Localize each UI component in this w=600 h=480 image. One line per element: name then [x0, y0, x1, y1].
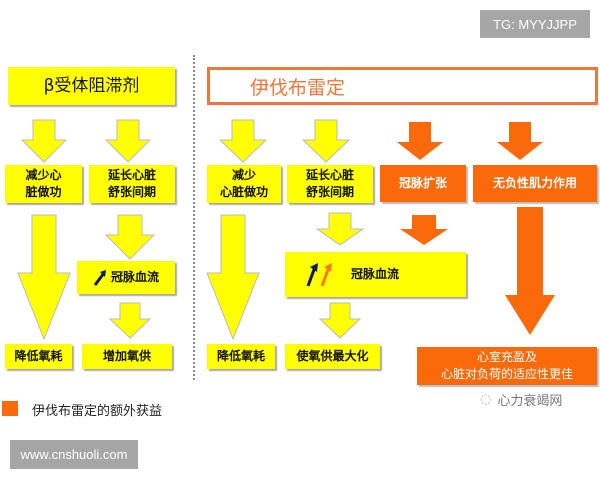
ivabradine-title-label: 伊伐布雷定 — [250, 76, 346, 99]
arrow-down-icon — [20, 119, 68, 163]
watermark-bottom: www.cnshuoli.com — [10, 440, 138, 469]
arrow-down-icon — [104, 119, 152, 163]
right-lower-o2-box: 降低氧耗 — [207, 344, 275, 369]
arrow-down-orange-icon — [497, 122, 543, 160]
legend-swatch — [2, 401, 18, 416]
wechat-source: ◌ 心力衰竭网 — [480, 390, 562, 409]
beta-blocker-title: β受体阻滞剂 — [8, 67, 175, 105]
right-reduce-work-box: 减少 心脏做功 — [207, 165, 281, 203]
wechat-icon: ◌ — [480, 392, 492, 407]
arrow-down-orange-icon — [397, 122, 443, 160]
right-coronary-flow-label: 冠脉血流 — [351, 267, 400, 281]
arrow-up-navy-icon — [306, 262, 318, 287]
divider — [193, 55, 195, 380]
left-reduce-work-box: 减少心 脏做功 — [5, 165, 82, 203]
arrow-down-icon — [108, 302, 152, 339]
arrow-up-orange-icon — [320, 262, 332, 287]
arrow-down-orange-large-icon — [505, 207, 555, 335]
arrow-up-navy-icon — [93, 269, 106, 286]
no-negative-inotropy-box: 无负性肌力作用 — [473, 165, 597, 202]
left-coronary-flow-label: 冠脉血流 — [110, 270, 159, 284]
arrow-down-icon — [315, 212, 365, 246]
coronary-dilation-box: 冠脉扩张 — [380, 165, 466, 202]
left-prolong-diastole-box: 延长心脏 舒张间期 — [89, 165, 175, 203]
right-prolong-diastole-box: 延长心脏 舒张间期 — [287, 165, 373, 203]
left-lower-o2-box: 降低氧耗 — [5, 344, 72, 369]
watermark-top: TG: MYYJJPP — [480, 10, 590, 38]
left-coronary-flow-box: 冠脉血流 — [77, 261, 175, 294]
arrow-down-large-icon — [206, 214, 260, 341]
right-coronary-flow-box: 冠脉血流 — [285, 252, 466, 297]
left-increase-o2-box: 增加氧供 — [82, 344, 172, 369]
arrow-down-icon — [301, 119, 351, 163]
arrow-down-icon — [218, 119, 268, 163]
wechat-source-label: 心力衰竭网 — [497, 394, 563, 409]
arrow-down-large-icon — [17, 214, 71, 341]
right-max-o2-box: 使氧供最大化 — [285, 344, 380, 369]
ventricular-filling-box: 心室充盈及 心脏对负荷的适应性更佳 — [417, 347, 597, 385]
legend-label: 伊伐布雷定的额外获益 — [32, 404, 163, 419]
arrow-down-icon — [318, 302, 362, 339]
arrow-down-icon — [104, 214, 156, 260]
ivabradine-title: 伊伐布雷定 — [207, 67, 598, 105]
arrow-down-orange-icon — [400, 215, 448, 245]
